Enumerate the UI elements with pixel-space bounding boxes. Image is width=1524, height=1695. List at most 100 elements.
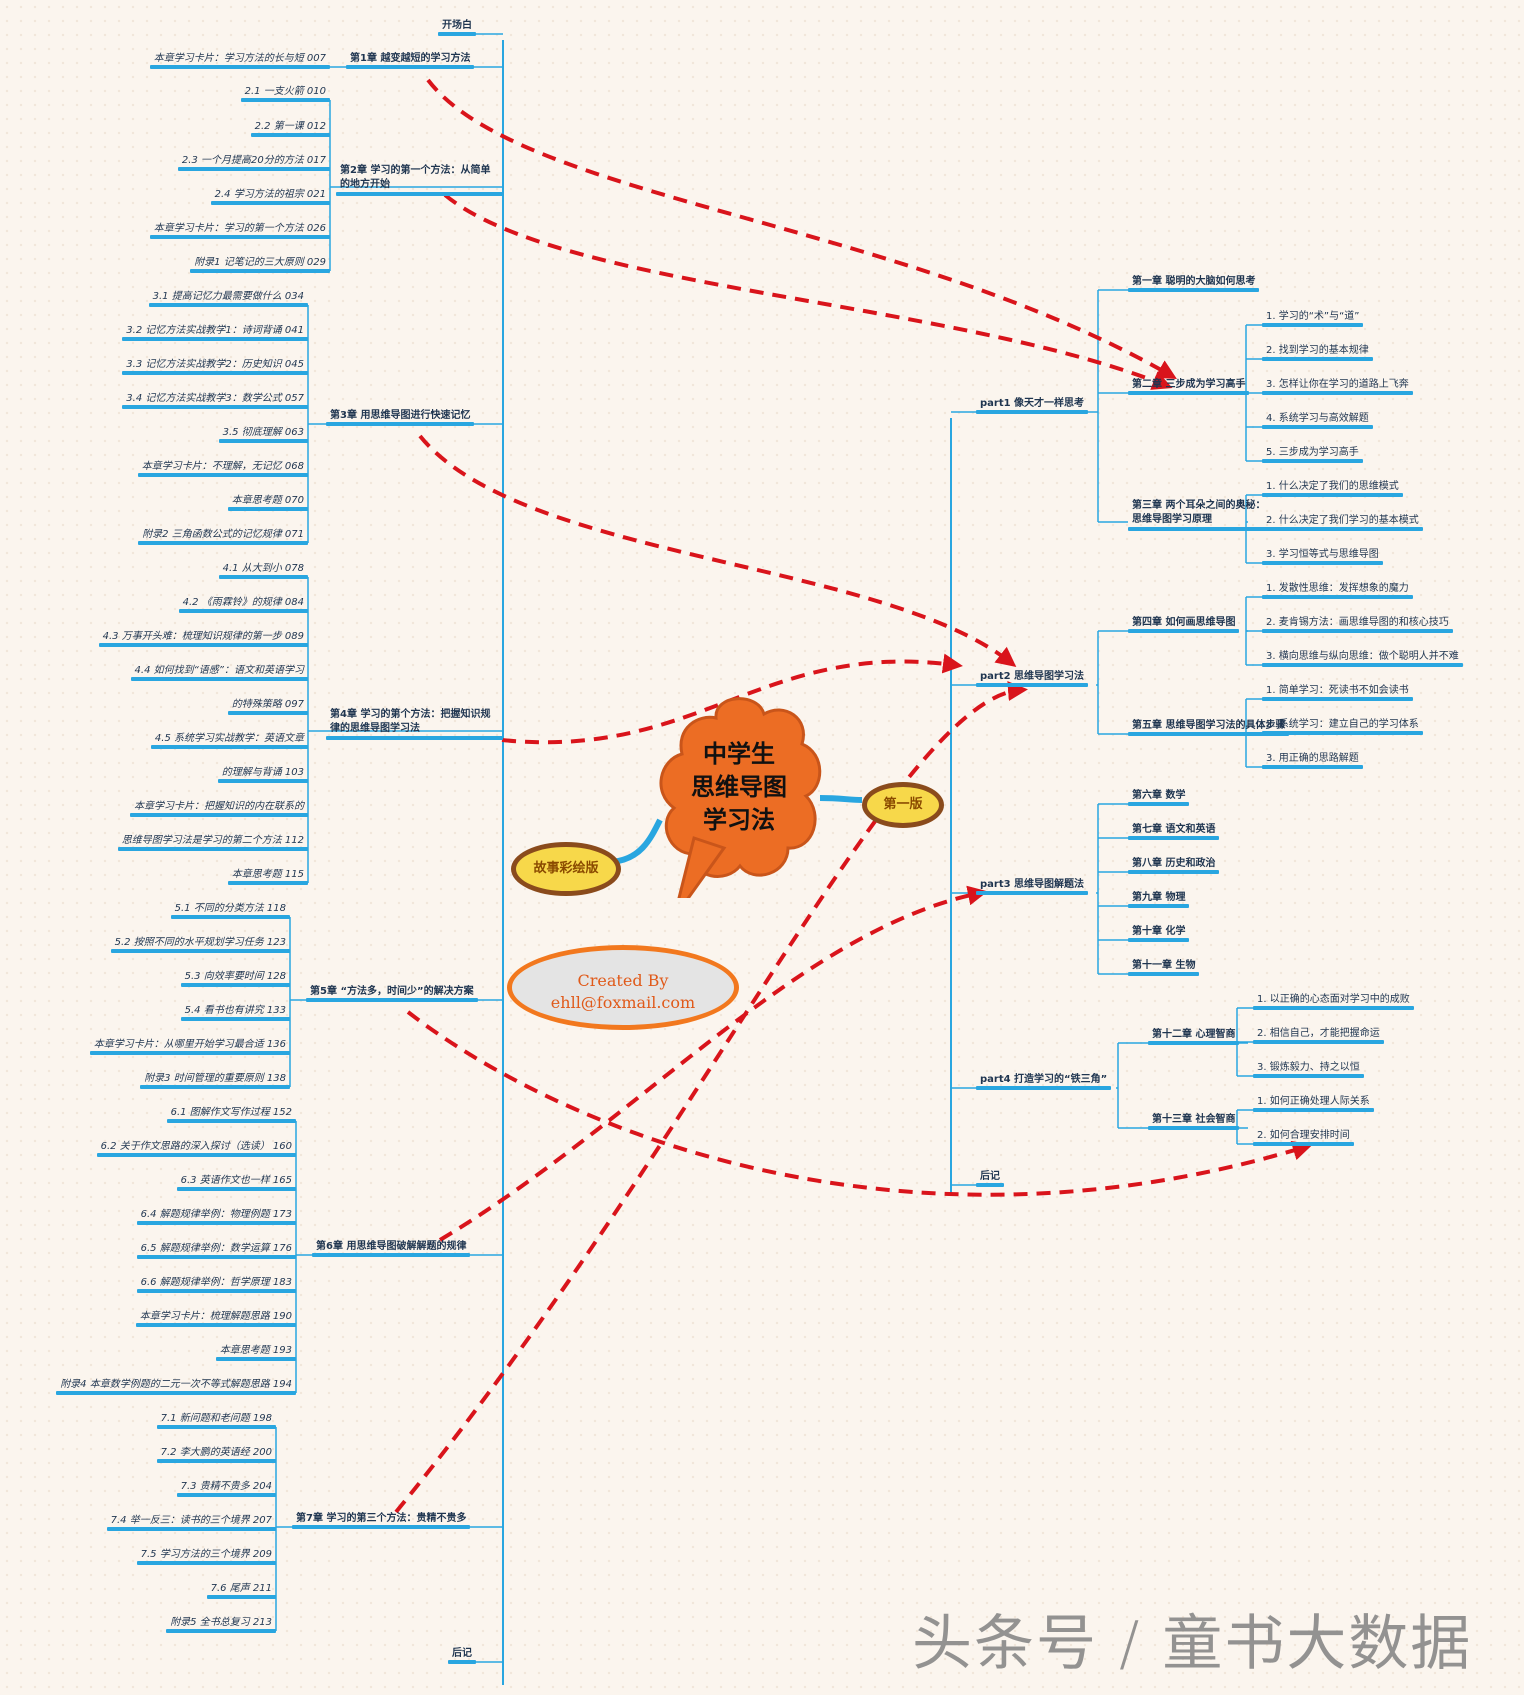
left-item[interactable]: 本章学习卡片：学习的第一个方法 026 — [149, 222, 331, 239]
left-item[interactable]: 2.1 一支火箭 010 — [240, 85, 331, 102]
left-item[interactable]: 3.5 彻底理解 063 — [218, 426, 309, 443]
left-item[interactable]: 5.2 按照不同的水平规划学习任务 123 — [110, 936, 291, 953]
left-item[interactable]: 附录1 记笔记的三大原则 029 — [190, 256, 330, 273]
right-chapter[interactable]: 第十二章 心理智商 — [1148, 1028, 1240, 1045]
left-item[interactable]: 思维导图学习法是学习的第二个方法 112 — [117, 834, 309, 851]
left-item[interactable]: 7.6 尾声 211 — [206, 1582, 277, 1599]
right-item[interactable]: 1. 如何正确处理人际关系 — [1253, 1095, 1374, 1112]
central-cloud — [659, 697, 822, 898]
left-item[interactable]: 6.6 解题规律举例：哲学原理 183 — [136, 1276, 297, 1293]
left-chapter-9[interactable]: 后记 — [448, 1647, 476, 1664]
left-item[interactable]: 7.5 学习方法的三个境界 209 — [136, 1548, 277, 1565]
left-item[interactable]: 本章学习卡片：学习方法的长与短 007 — [149, 52, 331, 69]
left-item[interactable]: 4.2 《雨霖铃》的规律 084 — [178, 596, 309, 613]
cross-reference-arrow-3 — [418, 434, 1017, 667]
watermark-text: 头条号 / 童书大数据 — [912, 1609, 1473, 1679]
left-item[interactable]: 6.1 图解作文写作过程 152 — [166, 1106, 297, 1123]
left-item[interactable]: 7.1 新问题和老问题 198 — [156, 1412, 277, 1429]
right-item[interactable]: 1. 发散性思维：发挥想象的魔力 — [1262, 582, 1413, 599]
right-item[interactable]: 2. 相信自己，才能把握命运 — [1253, 1027, 1384, 1044]
right-chapter[interactable]: 第七章 语文和英语 — [1128, 823, 1220, 840]
left-item[interactable]: 本章学习卡片：从哪里开始学习最合适 136 — [89, 1038, 291, 1055]
right-chapter[interactable]: 第八章 历史和政治 — [1128, 857, 1220, 874]
left-item[interactable]: 4.1 从大到小 078 — [218, 562, 309, 579]
right-chapter[interactable]: 第三章 两个耳朵之间的奥秘：思维导图学习原理 — [1128, 499, 1276, 531]
right-item[interactable]: 2. 找到学习的基本规律 — [1262, 344, 1373, 361]
right-item[interactable]: 3. 学习恒等式与思维导图 — [1262, 548, 1383, 565]
left-item[interactable]: 6.5 解题规律举例：数学运算 176 — [136, 1242, 297, 1259]
left-item[interactable]: 6.4 解题规律举例：物理例题 173 — [136, 1208, 297, 1225]
right-item[interactable]: 2. 如何合理安排时间 — [1253, 1129, 1354, 1146]
left-item[interactable]: 6.2 关于作文思路的深入探讨（选读） 160 — [96, 1140, 297, 1157]
right-badge[interactable]: 第一版 — [862, 782, 944, 828]
right-item[interactable]: 5. 三步成为学习高手 — [1262, 446, 1363, 463]
left-item[interactable]: 本章学习卡片：把握知识的内在联系的 — [130, 800, 308, 817]
left-item[interactable]: 6.3 英语作文也一样 165 — [176, 1174, 297, 1191]
left-item[interactable]: 附录2 三角函数公式的记忆规律 071 — [138, 528, 308, 545]
left-chapter-8[interactable]: 第7章 学习的第三个方法：贵精不贵多 — [292, 1512, 471, 1529]
right-item[interactable]: 1. 什么决定了我们的思维模式 — [1262, 480, 1403, 497]
right-item[interactable]: 1. 以正确的心态面对学习中的成败 — [1253, 993, 1414, 1010]
right-chapter[interactable]: 第六章 数学 — [1128, 789, 1190, 806]
left-item[interactable]: 3.4 记忆方法实战教学3：数学公式 057 — [122, 392, 308, 409]
left-item[interactable]: 附录5 全书总复习 213 — [166, 1616, 276, 1633]
left-item[interactable]: 7.2 李大鹏的英语经 200 — [156, 1446, 277, 1463]
right-item[interactable]: 4. 系统学习与高效解题 — [1262, 412, 1373, 429]
left-chapter-5[interactable]: 第4章 学习的第个方法：把握知识规律的思维导图学习法 — [326, 708, 503, 740]
left-item[interactable]: 2.3 一个月提高20分的方法 017 — [177, 154, 331, 171]
right-part-1[interactable]: part1 像天才一样思考 — [976, 397, 1089, 414]
right-chapter[interactable]: 第二章 三步成为学习高手 — [1128, 378, 1250, 395]
right-item[interactable]: 2. 什么决定了我们学习的基本模式 — [1262, 514, 1423, 531]
left-item[interactable]: 本章思考题 115 — [227, 868, 309, 885]
left-item[interactable]: 本章学习卡片：梳理解题思路 190 — [135, 1310, 297, 1327]
right-item[interactable]: 1. 学习的“术”与“道” — [1262, 310, 1364, 327]
right-chapter[interactable]: 第一章 聪明的大脑如何思考 — [1128, 275, 1260, 292]
left-item[interactable]: 2.2 第一课 012 — [250, 120, 331, 137]
left-item[interactable]: 4.5 系统学习实战教学：英语文章 — [150, 732, 309, 749]
left-item[interactable]: 3.2 记忆方法实战教学1：诗词背诵 041 — [122, 324, 308, 341]
right-part-5[interactable]: 后记 — [976, 1170, 1004, 1187]
right-part-2[interactable]: part2 思维导图学习法 — [976, 670, 1089, 687]
right-item[interactable]: 3. 锻炼毅力、持之以恒 — [1253, 1061, 1364, 1078]
right-item[interactable]: 2. 麦肯锡方法：画思维导图的和核心技巧 — [1262, 616, 1453, 633]
left-chapter-4[interactable]: 第3章 用思维导图进行快速记忆 — [326, 409, 475, 426]
left-item[interactable]: 本章思考题 070 — [227, 494, 309, 511]
right-item[interactable]: 1. 简单学习：死读书不如会读书 — [1262, 684, 1413, 701]
left-chapter-1[interactable]: 开场白 — [438, 19, 476, 36]
left-item[interactable]: 的理解与背诵 103 — [217, 766, 309, 783]
left-item[interactable]: 附录3 时间管理的重要原则 138 — [140, 1072, 290, 1089]
left-chapter-6[interactable]: 第5章 “方法多，时间少”的解决方案 — [306, 985, 478, 1002]
right-chapter[interactable]: 第十三章 社会智商 — [1148, 1113, 1240, 1130]
right-chapter[interactable]: 第五章 思维导图学习法的具体步骤 — [1128, 719, 1290, 736]
cross-reference-arrow-6 — [438, 885, 988, 1242]
left-item[interactable]: 的特殊策略 097 — [227, 698, 309, 715]
right-chapter[interactable]: 第九章 物理 — [1128, 891, 1190, 908]
right-item[interactable]: 3. 怎样让你在学习的道路上飞奔 — [1262, 378, 1413, 395]
left-item[interactable]: 5.3 向效率要时间 128 — [180, 970, 291, 987]
right-chapter[interactable]: 第十章 化学 — [1128, 925, 1190, 942]
left-item[interactable]: 4.3 万事开头难：梳理知识规律的第一步 089 — [98, 630, 309, 647]
left-item[interactable]: 7.3 贵精不贵多 204 — [176, 1480, 277, 1497]
left-chapter-3[interactable]: 第2章 学习的第一个方法：从简单的地方开始 — [336, 164, 503, 196]
right-chapter[interactable]: 第四章 如何画思维导图 — [1128, 616, 1240, 633]
right-item[interactable]: 2. 系统学习：建立自己的学习体系 — [1262, 718, 1423, 735]
left-chapter-7[interactable]: 第6章 用思维导图破解解题的规律 — [312, 1240, 471, 1257]
right-part-4[interactable]: part4 打造学习的“铁三角” — [976, 1073, 1112, 1090]
right-item[interactable]: 3. 用正确的思路解题 — [1262, 752, 1363, 769]
left-item[interactable]: 本章思考题 193 — [215, 1344, 297, 1361]
left-chapter-2[interactable]: 第1章 越变越短的学习方法 — [346, 52, 475, 69]
left-item[interactable]: 5.4 看书也有讲究 133 — [180, 1004, 291, 1021]
left-badge[interactable]: 故事彩绘版 — [511, 842, 621, 896]
cross-reference-arrow-2 — [443, 193, 1173, 390]
left-item[interactable]: 7.4 举一反三：读书的三个境界 207 — [106, 1514, 277, 1531]
left-item[interactable]: 3.3 记忆方法实战教学2：历史知识 045 — [122, 358, 308, 375]
left-item[interactable]: 3.1 提高记忆力最需要做什么 034 — [148, 290, 309, 307]
left-item[interactable]: 本章学习卡片：不理解，无记忆 068 — [137, 460, 309, 477]
left-item[interactable]: 5.1 不同的分类方法 118 — [170, 902, 291, 919]
left-item[interactable]: 4.4 如何找到“语感”：语文和英语学习 — [130, 664, 309, 681]
left-item[interactable]: 2.4 学习方法的祖宗 021 — [210, 188, 331, 205]
right-part-3[interactable]: part3 思维导图解题法 — [976, 878, 1089, 895]
left-item[interactable]: 附录4 本章数学例题的二元一次不等式解题思路 194 — [56, 1378, 296, 1395]
right-chapter[interactable]: 第十一章 生物 — [1128, 959, 1200, 976]
right-item[interactable]: 3. 横向思维与纵向思维：做个聪明人并不难 — [1262, 650, 1463, 667]
